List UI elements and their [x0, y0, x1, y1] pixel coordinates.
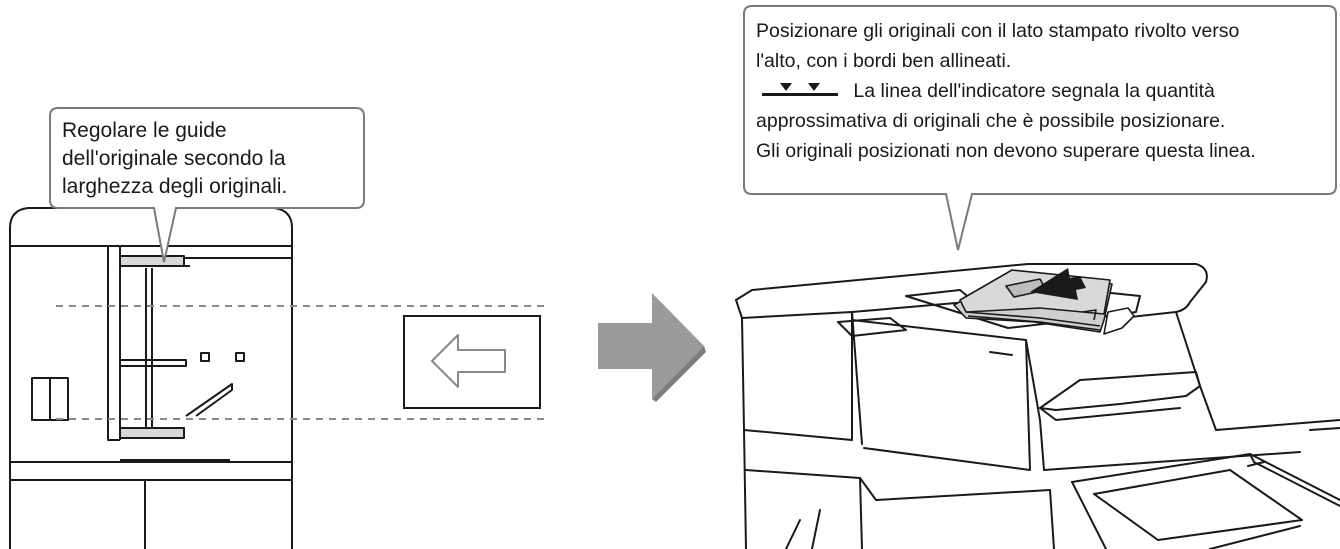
left-arrow-icon	[431, 334, 506, 388]
callout-placement-line: Posizionare gli originali con il lato st…	[756, 20, 1240, 42]
callout-guides-box	[49, 107, 365, 263]
indicator-line-icon	[762, 83, 838, 96]
right-arrow-icon	[598, 293, 706, 402]
indicator-row: La linea dell'indicatore segnala la quan…	[756, 76, 1256, 106]
callout-placement-line: approssimativa di originali che è possib…	[756, 110, 1226, 132]
callout-guides-line: Regolare le guide	[62, 119, 227, 142]
callout-placement-line: Gli originali posizionati non devono sup…	[756, 140, 1256, 162]
callout-guides-line: larghezza degli originali.	[62, 175, 288, 198]
insert-arrow-icon	[1030, 268, 1086, 300]
indicator-text: La linea dell'indicatore segnala la quan…	[853, 80, 1215, 102]
callout-placement-text: Posizionare gli originali con il lato st…	[756, 16, 1256, 166]
callout-placement-line: l'alto, con i bordi ben allineati.	[756, 50, 1012, 72]
feeder-top-view	[9, 207, 293, 549]
callout-guides-line: dell'originale secondo la	[62, 147, 286, 170]
width-guide-lines	[56, 305, 545, 420]
callout-placement-box	[743, 5, 1337, 251]
callout-guides-text: Regolare le guide dell'originale secondo…	[62, 117, 287, 201]
